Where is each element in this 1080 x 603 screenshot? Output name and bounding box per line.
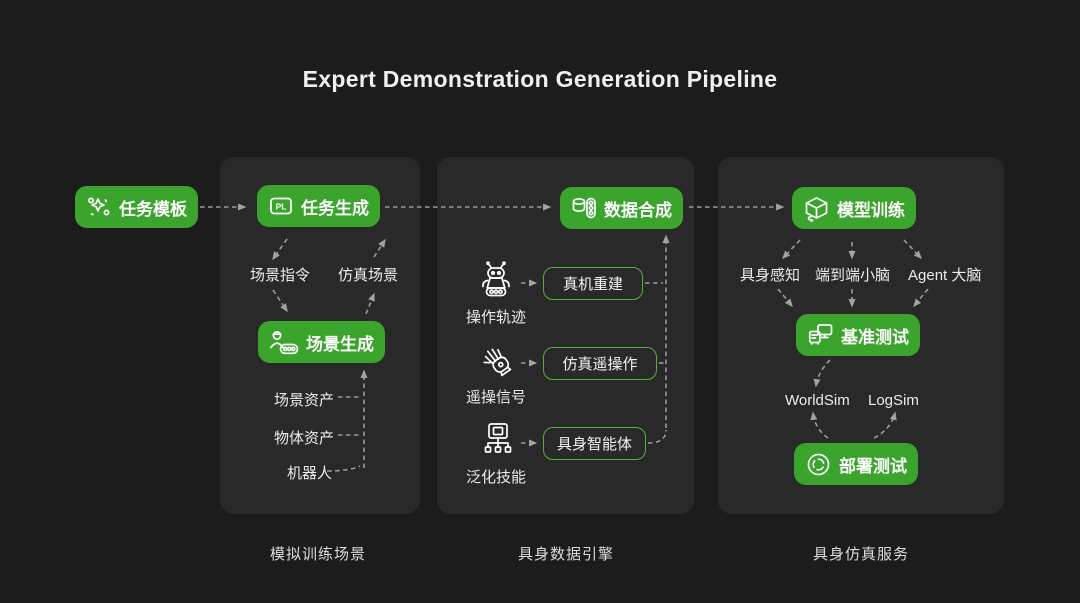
worker-conveyor-icon	[270, 330, 299, 354]
svg-text:PL: PL	[276, 202, 287, 212]
sparkle-tasks-icon	[88, 197, 110, 216]
node-task-template: 任务模板	[75, 186, 198, 228]
node-benchmark-test: 基准测试	[796, 314, 920, 356]
label-scene-command: 场景指令	[250, 267, 311, 284]
node-label: 任务模板	[119, 199, 187, 219]
glove-icon	[480, 340, 518, 385]
pl-badge-icon: PL	[270, 197, 292, 215]
node-deploy-test: 部署测试	[794, 443, 918, 485]
node-sim-teleoperation: 仿真遥操作	[543, 347, 657, 380]
node-label: 部署测试	[839, 456, 907, 476]
caption-sim-training-scene: 模拟训练场景	[269, 546, 367, 563]
label-object-asset: 物体资产	[273, 430, 334, 447]
page-title: Expert Demonstration Generation Pipeline	[302, 66, 778, 92]
label-sim-scene: 仿真场景	[338, 267, 399, 284]
chip-tree-icon	[479, 421, 517, 466]
label-embodied-perception: 具身感知	[740, 267, 801, 284]
label-agent-brain: Agent 大脑	[908, 267, 982, 284]
label-operation-traj: 操作轨迹	[466, 309, 527, 326]
label-e2e-cerebellum: 端到端小脑	[815, 267, 891, 284]
label-generalized-skill: 泛化技能	[466, 469, 527, 486]
robot-icon	[477, 260, 515, 307]
node-label: 模型训练	[837, 200, 905, 220]
database-strip-icon	[572, 197, 596, 219]
devices-icon	[808, 324, 833, 345]
caption-embodied-data-engine: 具身数据引擎	[517, 546, 615, 563]
label-robot-asset: 机器人	[286, 465, 332, 482]
node-real-reconstruction: 真机重建	[543, 267, 643, 300]
node-model-training: 模型训练	[792, 187, 916, 229]
turbine-icon	[807, 453, 830, 475]
node-embodied-agent: 具身智能体	[543, 427, 646, 460]
cube-icon	[805, 196, 828, 222]
label-scene-asset: 场景资产	[273, 392, 334, 409]
label-logsim: LogSim	[868, 392, 919, 409]
node-label: 任务生成	[301, 198, 369, 218]
node-label: 数据合成	[604, 200, 672, 220]
label-teleop-signal: 遥操信号	[466, 389, 527, 406]
node-label: 基准测试	[841, 327, 909, 347]
node-task-generation: PL 任务生成	[257, 185, 380, 227]
node-scene-generation: 场景生成	[258, 321, 385, 363]
node-label: 场景生成	[306, 334, 374, 354]
caption-embodied-sim-service: 具身仿真服务	[812, 546, 910, 563]
node-data-synthesis: 数据合成	[560, 187, 683, 229]
label-worldsim: WorldSim	[785, 392, 850, 409]
